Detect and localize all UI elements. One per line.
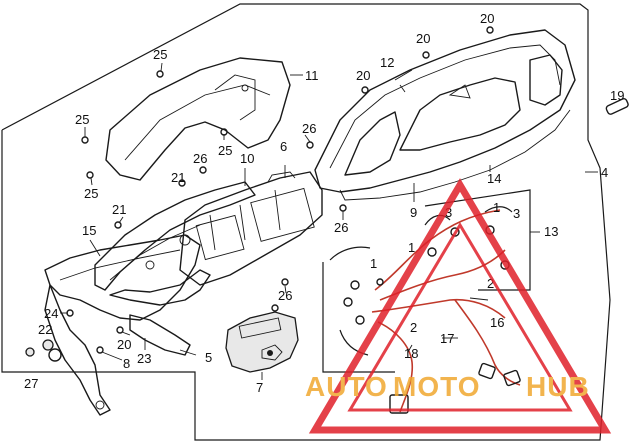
callout-1: 1 [408, 240, 415, 255]
callout-25: 25 [75, 112, 89, 127]
watermark-text-hub: HUB [526, 371, 590, 402]
callout-20: 20 [117, 337, 131, 352]
callout-2: 2 [487, 276, 494, 291]
switch-module-part-7 [225, 311, 299, 373]
callout-2: 2 [410, 320, 417, 335]
callout-1: 1 [370, 256, 377, 271]
harness-group-bracket-2 [424, 189, 531, 291]
callout-26: 26 [278, 288, 292, 303]
callout-18: 18 [404, 346, 418, 361]
callout-10: 10 [240, 151, 254, 166]
callout-23: 23 [137, 351, 151, 366]
callout-7: 7 [256, 380, 263, 395]
callout-25: 25 [218, 143, 232, 158]
meter-case-part-6 [179, 171, 323, 286]
callout-11: 11 [305, 68, 319, 83]
callout-1: 1 [493, 200, 500, 215]
callout-25: 25 [153, 47, 167, 62]
callout-17: 17 [440, 331, 454, 346]
assembly-boundary [1, 3, 611, 441]
bulb-part-19 [605, 98, 629, 115]
rear-cover-part-11 [105, 57, 291, 181]
lower-panel-part-15 [44, 234, 201, 416]
callout-21: 21 [112, 202, 126, 217]
callout-9: 9 [410, 205, 417, 220]
callout-25: 25 [84, 186, 98, 201]
callout-20: 20 [480, 11, 494, 26]
callout-26: 26 [334, 220, 348, 235]
callout-12: 12 [380, 55, 394, 70]
watermark-logo: AUTO MOTO HUB [305, 178, 612, 434]
watermark-triangle-outer [308, 178, 612, 434]
callout-3: 3 [445, 205, 452, 220]
callout-4: 4 [601, 165, 608, 180]
callout-6: 6 [280, 139, 287, 154]
callout-16: 16 [490, 315, 504, 330]
watermark-triangle-inner [347, 222, 573, 412]
instrument-panel-part-12 [314, 29, 576, 201]
watermark-text-moto: MOTO [393, 371, 480, 402]
leader-lines [60, 62, 598, 361]
mounting-bracket [94, 181, 256, 306]
callout-26: 26 [193, 151, 207, 166]
callout-27: 27 [24, 376, 38, 391]
callout-19: 19 [610, 88, 624, 103]
callout-3: 3 [513, 206, 520, 221]
callout-15: 15 [82, 223, 96, 238]
callout-14: 14 [487, 171, 501, 186]
callout-21: 21 [171, 170, 185, 185]
watermark-text-auto: AUTO [305, 371, 388, 402]
callout-22: 22 [38, 322, 52, 337]
callout-24: 24 [44, 306, 58, 321]
callout-13: 13 [544, 224, 558, 239]
callout-labels: 20 20 20 12 25 11 19 25 26 25 6 10 26 25… [24, 11, 624, 395]
callout-5: 5 [205, 350, 212, 365]
callout-20: 20 [356, 68, 370, 83]
callout-26: 26 [302, 121, 316, 136]
callout-20: 20 [416, 31, 430, 46]
callout-8: 8 [123, 356, 130, 371]
